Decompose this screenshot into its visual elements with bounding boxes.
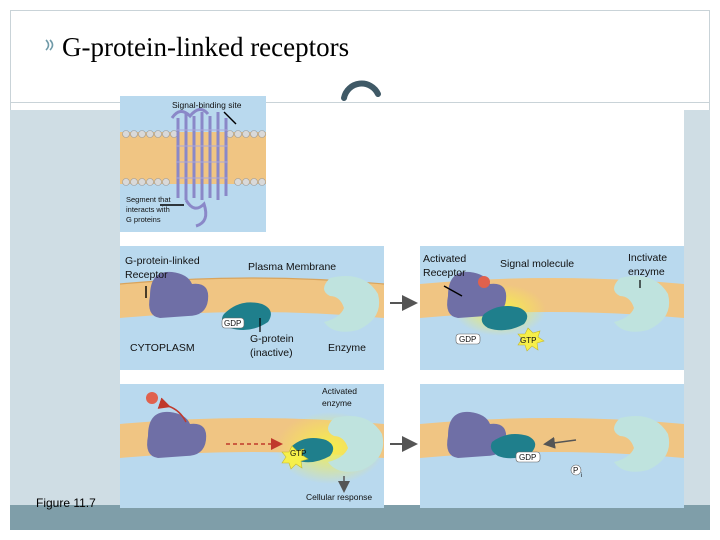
left-side-panel bbox=[10, 110, 120, 530]
cytoplasm-label: CYTOPLASM bbox=[130, 342, 195, 354]
receptor-structure-panel: Signal-binding site Segment that interac… bbox=[120, 96, 266, 232]
gp1-line: (inactive) bbox=[250, 347, 293, 359]
inactive-enzyme-label: Inctivate enzyme bbox=[628, 252, 670, 278]
right-side-panel bbox=[684, 110, 710, 530]
ie0-line: Inctivate bbox=[628, 252, 667, 264]
signal-molecule-shape bbox=[478, 276, 490, 288]
seg2-line: G proteins bbox=[126, 215, 161, 224]
gdp-label-4: GDP bbox=[519, 453, 536, 462]
enzyme-shape bbox=[324, 276, 380, 332]
spinner-icon bbox=[341, 80, 381, 101]
gtp-label-2: GTP bbox=[520, 336, 536, 345]
activated-enzyme-label: Activated enzyme bbox=[322, 386, 359, 408]
seg1-line: interacts with bbox=[126, 205, 170, 214]
rl1-line: Receptor bbox=[125, 269, 168, 281]
starburst-icon bbox=[517, 327, 545, 352]
ie1-line: enzyme bbox=[628, 266, 665, 278]
title-bar bbox=[10, 10, 710, 103]
bottom-strip bbox=[10, 505, 710, 530]
seg0-line: Segment that bbox=[126, 195, 172, 204]
ae0-line: Activated bbox=[322, 386, 357, 396]
receptor-shape bbox=[149, 271, 209, 318]
figure-label: Figure 11.7 bbox=[36, 496, 96, 510]
phosphate-subscript: i bbox=[581, 473, 582, 479]
phosphate-p: P bbox=[573, 466, 578, 475]
gp0-line: G-protein bbox=[250, 333, 294, 345]
cellular-response-label: Cellular response bbox=[306, 492, 372, 502]
receptor-label: G-protein-linked Receptor bbox=[125, 255, 203, 281]
panel-3-cellular-response: GTP Activated enzyme Cellular response bbox=[120, 384, 384, 508]
gdp-label-2: GDP bbox=[459, 335, 476, 344]
gtp-label-3: GTP bbox=[290, 449, 306, 458]
signal-binding-site-label: Signal-binding site bbox=[172, 100, 242, 110]
gdp-label-1: GDP bbox=[224, 319, 241, 328]
enzyme-label: Enzyme bbox=[328, 342, 366, 354]
ar0-line: Activated bbox=[423, 253, 466, 265]
bullet-icon bbox=[45, 39, 54, 51]
panel-2-activated: Activated Receptor Signal molecule Incti… bbox=[420, 246, 684, 370]
panel-1-inactive: G-protein-linked Receptor Plasma Membran… bbox=[119, 246, 385, 370]
gprotein-label: G-protein (inactive) bbox=[250, 333, 297, 359]
plasma-membrane-label: Plasma Membrane bbox=[248, 261, 336, 273]
activated-receptor-label: Activated Receptor bbox=[423, 253, 469, 279]
segment-label: Segment that interacts with G proteins bbox=[126, 195, 173, 224]
signal-molecule-label: Signal molecule bbox=[500, 258, 574, 270]
ae1-line: enzyme bbox=[322, 398, 352, 408]
slide-title: G-protein-linked receptors bbox=[62, 32, 350, 62]
rl0-line: G-protein-linked bbox=[125, 255, 200, 267]
ar1-line: Receptor bbox=[423, 267, 466, 279]
phosphate-label: P i bbox=[573, 466, 582, 479]
activated-receptor-shape bbox=[447, 271, 507, 318]
panel-4-reset: GDP P i bbox=[420, 384, 684, 508]
